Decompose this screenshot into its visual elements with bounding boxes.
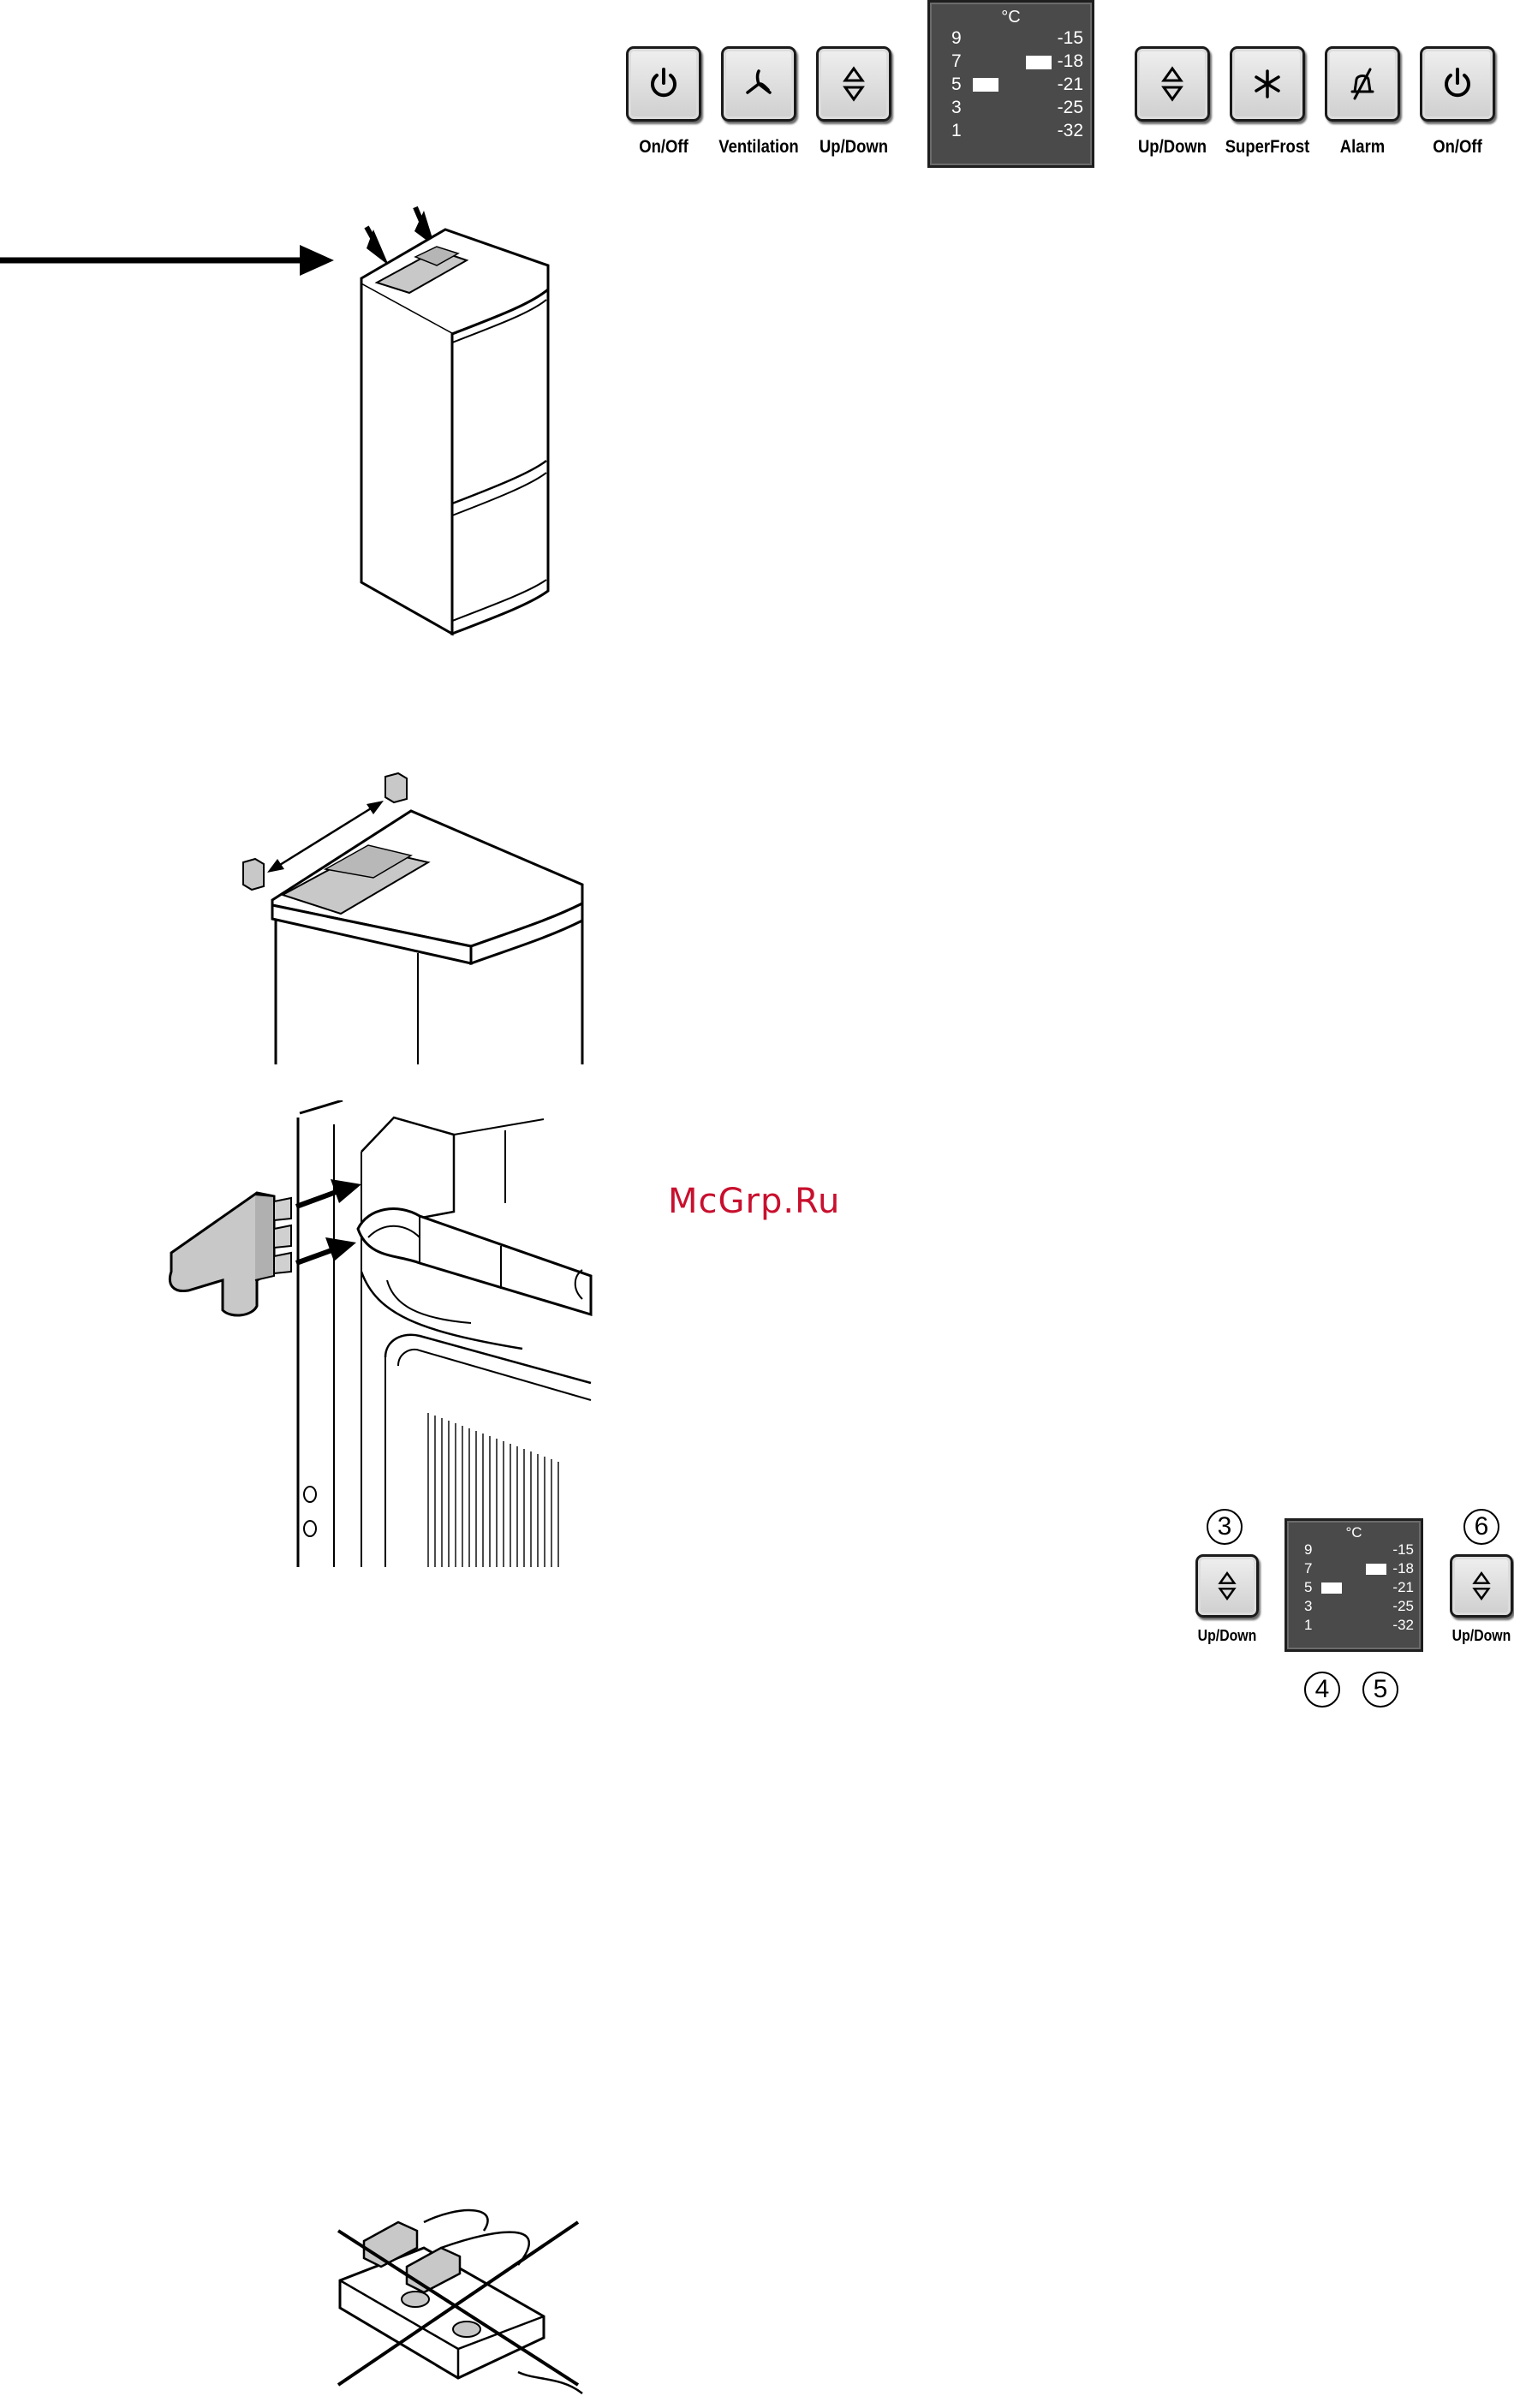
left-scale-1: 1 (951, 121, 962, 141)
right-scale-15: -15 (1058, 28, 1083, 49)
up-down-label-detail-right: Up/Down (1428, 1627, 1514, 1645)
display-unit: °C (930, 8, 1092, 27)
on-off-label-fridge: On/Off (1404, 137, 1510, 158)
right-scale-18: -18 (1392, 1560, 1414, 1577)
callout-6: 6 (1463, 1509, 1499, 1545)
up-down-arrows-icon (834, 64, 873, 104)
freezer-level-indicator (1026, 56, 1052, 69)
right-scale-21: -21 (1392, 1579, 1414, 1596)
up-down-button-detail-right[interactable] (1450, 1554, 1513, 1618)
fridge-freezer-illustration (0, 188, 599, 651)
spacer-mounting-illustration (223, 766, 599, 1066)
ventilation-button[interactable] (721, 46, 796, 122)
right-scale-15: -15 (1392, 1541, 1414, 1559)
callout-3: 3 (1207, 1509, 1243, 1545)
left-scale-7: 7 (951, 51, 962, 72)
right-scale-18: -18 (1058, 51, 1083, 72)
up-down-label-left: Up/Down (801, 137, 906, 158)
on-off-button-fridge[interactable] (1420, 46, 1495, 122)
left-scale-3: 3 (951, 98, 962, 118)
up-down-label-right: Up/Down (1119, 137, 1225, 158)
left-scale-5: 5 (951, 75, 962, 95)
freezer-level-indicator (1366, 1564, 1386, 1575)
ventilation-label: Ventilation (706, 137, 811, 158)
power-icon (1438, 64, 1477, 104)
right-scale-32: -32 (1392, 1617, 1414, 1634)
up-down-label-detail-left: Up/Down (1174, 1627, 1279, 1645)
temperature-display-detail: °C 9 7 5 3 1 -15 -18 -21 -25 -32 (1285, 1518, 1423, 1652)
superfrost-label: SuperFrost (1214, 137, 1320, 158)
up-down-button-left[interactable] (816, 46, 891, 122)
fan-icon (739, 64, 778, 104)
right-scale-21: -21 (1058, 75, 1083, 95)
power-icon (644, 64, 683, 104)
callout-4: 4 (1304, 1672, 1340, 1708)
left-scale-3: 3 (1304, 1598, 1312, 1615)
up-down-button-detail-left[interactable] (1195, 1554, 1259, 1618)
alarm-button[interactable] (1325, 46, 1400, 122)
alarm-label: Alarm (1309, 137, 1415, 158)
left-scale-5: 5 (1304, 1579, 1312, 1596)
right-scale-32: -32 (1058, 121, 1083, 141)
up-down-arrows-icon (1465, 1570, 1498, 1602)
display-unit: °C (1287, 1524, 1421, 1541)
alarm-bell-off-icon (1343, 64, 1382, 104)
on-off-button-freezer[interactable] (626, 46, 701, 122)
snowflake-icon (1248, 64, 1287, 104)
interior-insert-illustration (163, 1100, 599, 1571)
watermark-text: McGrp.Ru (668, 1182, 873, 1221)
left-scale-7: 7 (1304, 1560, 1312, 1577)
callout-5: 5 (1362, 1672, 1398, 1708)
no-multi-socket-illustration (330, 2188, 587, 2402)
up-down-button-right[interactable] (1135, 46, 1210, 122)
left-scale-9: 9 (951, 28, 962, 49)
right-scale-25: -25 (1058, 98, 1083, 118)
fridge-level-indicator (1321, 1582, 1342, 1594)
left-scale-9: 9 (1304, 1541, 1312, 1559)
left-scale-1: 1 (1304, 1617, 1312, 1634)
right-scale-25: -25 (1392, 1598, 1414, 1615)
up-down-arrows-icon (1211, 1570, 1243, 1602)
superfrost-button[interactable] (1230, 46, 1305, 122)
up-down-arrows-icon (1153, 64, 1192, 104)
fridge-level-indicator (973, 78, 998, 92)
temperature-display-top: °C 9 7 5 3 1 -15 -18 -21 -25 -32 (927, 0, 1094, 168)
on-off-label-freezer: On/Off (611, 137, 716, 158)
